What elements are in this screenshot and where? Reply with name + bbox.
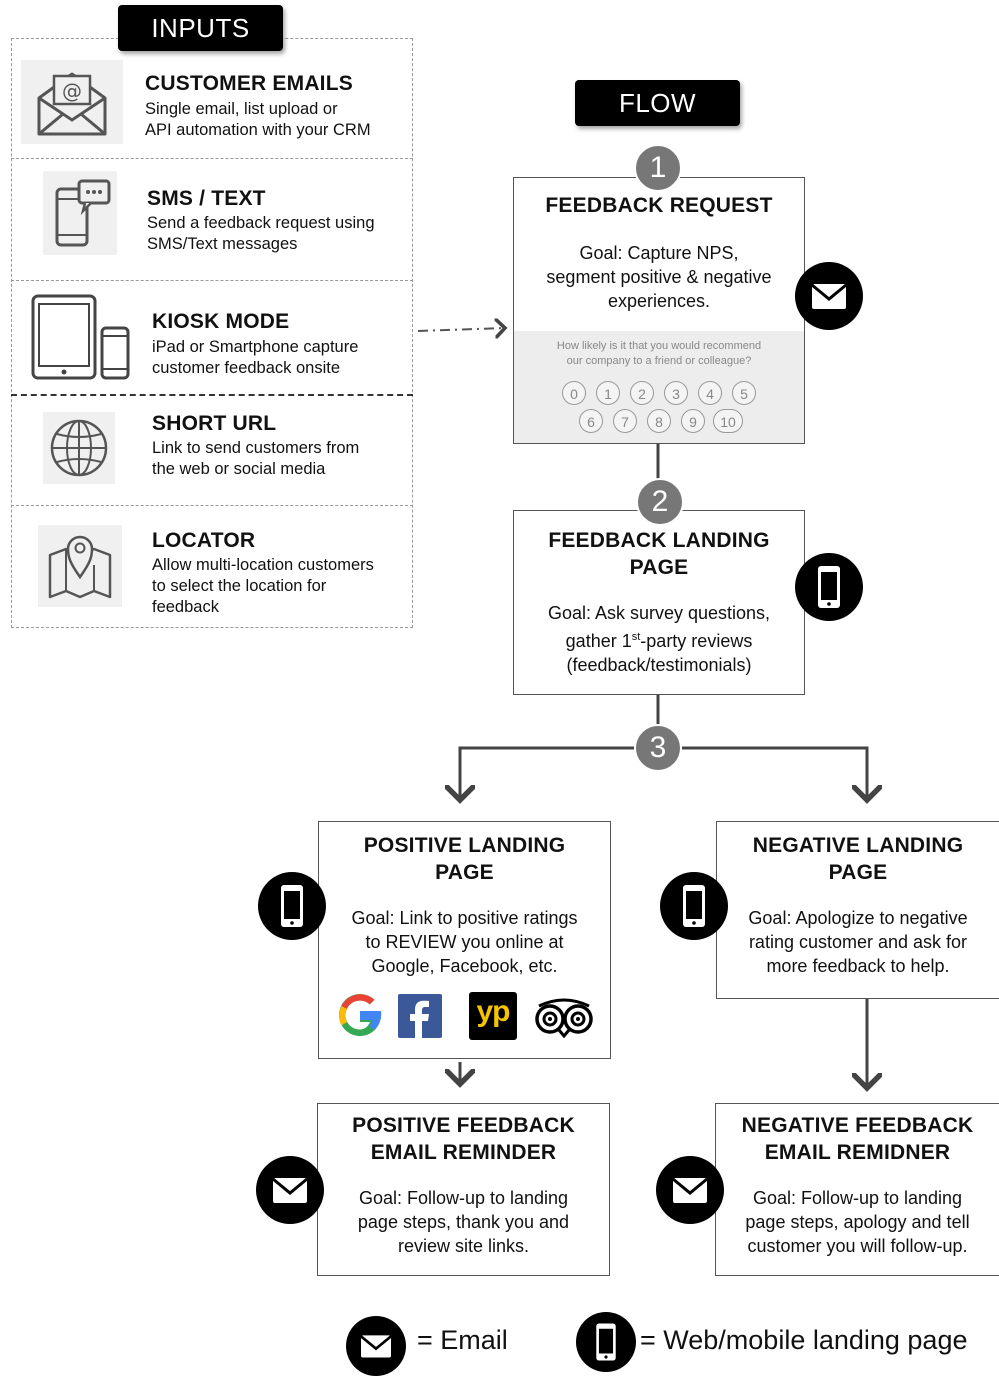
- box-goal: Goal: Capture NPS, segment positive & ne…: [546, 243, 772, 311]
- input-divider: [11, 505, 413, 506]
- phone-chat-icon: [43, 171, 117, 255]
- box-goal: Goal: Ask survey questions, gather 1st-p…: [514, 601, 804, 677]
- feedback-landing-box: FEEDBACK LANDING PAGE Goal: Ask survey q…: [513, 510, 805, 695]
- input-title: CUSTOMER EMAILS: [145, 72, 353, 95]
- nps-question: How likely is it that you would recommen…: [556, 340, 762, 367]
- input-description: iPad or Smartphone capture customer feed…: [152, 338, 359, 377]
- goal-text: Goal: Ask survey questions, gather 1: [547, 603, 771, 651]
- box-title: POSITIVE LANDING PAGE: [363, 834, 566, 884]
- input-description: Link to send customers from the web or s…: [152, 439, 360, 478]
- input-description: Allow multi-location customers to select…: [152, 556, 374, 616]
- negative-reminder-box: NEGATIVE FEEDBACK EMAIL REMIDNER Goal: F…: [715, 1103, 999, 1276]
- nps-option[interactable]: 4: [698, 381, 722, 405]
- mobile-phone-icon: [258, 872, 326, 940]
- email-icon: [256, 1156, 324, 1224]
- nps-option[interactable]: 8: [647, 409, 671, 433]
- inputs-to-flow-arrow: [417, 328, 505, 331]
- box-goal: Goal: Link to positive ratings to REVIEW…: [351, 908, 578, 976]
- google-logo[interactable]: [337, 992, 383, 1038]
- negative-landing-box: NEGATIVE LANDING PAGE Goal: Apologize to…: [716, 821, 999, 999]
- map-pin-icon: [38, 525, 122, 607]
- nps-option[interactable]: 5: [732, 381, 756, 405]
- branch-left: [460, 746, 636, 800]
- nps-option[interactable]: 3: [664, 381, 688, 405]
- legend-mobile-icon: [576, 1312, 636, 1372]
- box-title: POSITIVE FEEDBACK EMAIL REMINDER: [352, 1114, 575, 1164]
- input-title: KIOSK MODE: [152, 310, 290, 333]
- email-icon: [656, 1156, 724, 1224]
- box-title: NEGATIVE LANDING PAGE: [752, 834, 964, 884]
- mobile-phone-icon: [795, 553, 863, 621]
- input-divider: [11, 280, 413, 281]
- positive-reminder-box: POSITIVE FEEDBACK EMAIL REMINDER Goal: F…: [317, 1103, 610, 1276]
- nps-option[interactable]: 7: [613, 409, 637, 433]
- box-title: NEGATIVE FEEDBACK EMAIL REMIDNER: [741, 1114, 974, 1164]
- mobile-phone-icon: [660, 872, 728, 940]
- facebook-logo[interactable]: [398, 994, 442, 1038]
- tripadvisor-logo[interactable]: [531, 994, 597, 1038]
- tablet-phone-icon: [28, 292, 136, 382]
- nps-option[interactable]: 0: [562, 381, 586, 405]
- step-number: 2: [636, 478, 684, 526]
- input-title: SHORT URL: [152, 412, 277, 435]
- input-divider: [11, 158, 413, 159]
- step-number: 1: [634, 144, 682, 192]
- legend-email-icon: [346, 1316, 406, 1376]
- nps-option[interactable]: 10: [713, 409, 743, 433]
- box-title: FEEDBACK LANDING PAGE: [548, 529, 770, 579]
- positive-landing-box: POSITIVE LANDING PAGE Goal: Link to posi…: [318, 821, 611, 1059]
- yelp-logo-text: yp: [476, 995, 510, 1028]
- box-goal: Goal: Follow-up to landing page steps, a…: [745, 1188, 970, 1256]
- globe-icon: [43, 412, 115, 484]
- input-description: Single email, list upload or API automat…: [145, 100, 371, 139]
- yelp-logo[interactable]: yp: [469, 992, 517, 1040]
- inputs-tag: INPUTS: [118, 5, 283, 51]
- nps-option[interactable]: 9: [681, 409, 705, 433]
- box-title: FEEDBACK REQUEST: [545, 194, 773, 217]
- branch-right: [680, 746, 867, 800]
- goal-text: -party reviews (feedback/testimonials): [566, 631, 753, 675]
- input-divider: [11, 394, 413, 396]
- nps-option[interactable]: 6: [579, 409, 603, 433]
- step-number: 3: [634, 724, 682, 772]
- nps-survey-preview: How likely is it that you would recommen…: [514, 331, 804, 443]
- input-description: Send a feedback request using SMS/Text m…: [147, 214, 375, 253]
- email-icon: [795, 262, 863, 330]
- flow-tag: FLOW: [575, 80, 740, 126]
- nps-option[interactable]: 2: [630, 381, 654, 405]
- box-goal: Goal: Follow-up to landing page steps, t…: [357, 1188, 570, 1256]
- legend-web-label: = Web/mobile landing page: [640, 1325, 968, 1355]
- goal-superscript: st: [631, 631, 641, 643]
- nps-option[interactable]: 1: [596, 381, 620, 405]
- feedback-request-box: FEEDBACK REQUEST Goal: Capture NPS, segm…: [513, 177, 805, 444]
- svg-text:@: @: [62, 79, 82, 103]
- envelope-at-icon: @: [21, 60, 123, 144]
- box-goal: Goal: Apologize to negative rating custo…: [748, 908, 968, 976]
- legend-email-label: = Email: [417, 1325, 508, 1355]
- input-title: SMS / TEXT: [147, 187, 266, 210]
- input-title: LOCATOR: [152, 529, 256, 552]
